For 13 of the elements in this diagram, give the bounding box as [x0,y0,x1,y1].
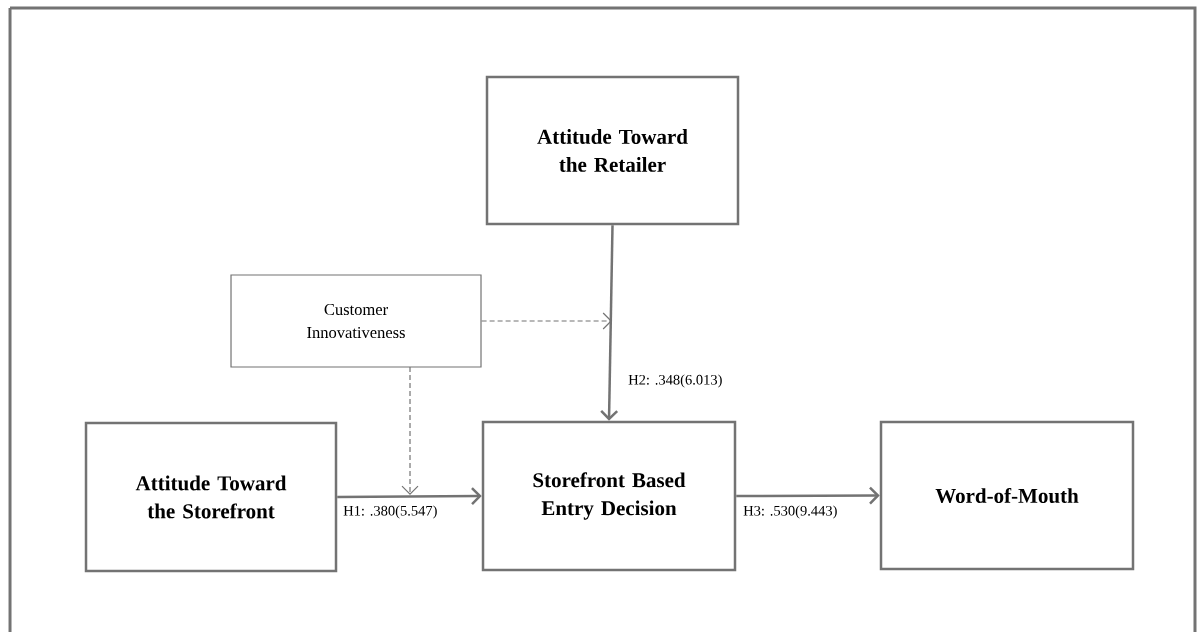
construct-box: Attitude Toward the Storefront [84,421,338,573]
construct-box: Word-of-Mouth [879,420,1135,571]
edge-label: H1: .380(5.547) [343,505,437,519]
moderator-box: Customer Innovativeness [230,274,482,368]
edge-label: H3: .530(9.443) [743,505,837,519]
arrow [600,225,619,421]
arrow [401,366,419,495]
arrow [481,312,612,330]
arrow [736,486,880,505]
construct-box: Storefront Based Entry Decision [481,420,737,572]
edge-label: H2: .348(6.013) [628,374,722,388]
construct-box: Attitude Toward the Retailer [485,75,740,226]
arrow [337,487,482,505]
